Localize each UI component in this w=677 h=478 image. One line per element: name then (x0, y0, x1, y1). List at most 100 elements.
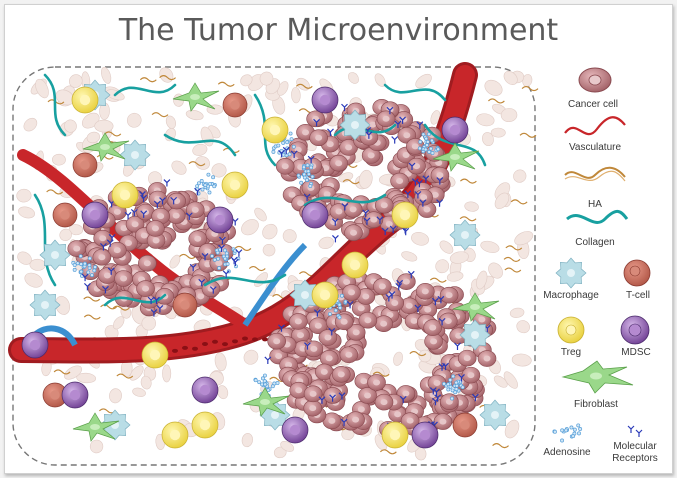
molecular-receptor (278, 149, 285, 158)
cancer-cell (329, 203, 349, 220)
molecular-receptor (437, 295, 445, 304)
adenosine-molecule (552, 429, 557, 434)
adenosine-molecule (571, 434, 576, 439)
cancer-cell (440, 393, 459, 410)
stromal-cell (89, 439, 104, 454)
adenosine-molecule (302, 172, 307, 177)
adenosine-molecule (578, 427, 583, 431)
legend-label-vasculature: Vasculature (569, 142, 622, 153)
stromal-cell (415, 73, 432, 89)
molecular-receptor (340, 418, 348, 427)
molecular-receptor (159, 197, 166, 205)
ha-strand (139, 77, 157, 83)
adenosine-layer (71, 131, 465, 401)
molecular-receptor (415, 179, 423, 188)
ha-strand (295, 83, 313, 89)
adenosine-molecule (310, 174, 315, 179)
red-blood-cell (212, 339, 218, 344)
adenosine-molecule (200, 187, 205, 192)
adenosine-molecule (448, 378, 453, 382)
mdsc (206, 206, 234, 234)
molecular-receptor (81, 273, 89, 282)
adenosine-molecule (421, 132, 426, 137)
molecular-receptor (388, 291, 396, 299)
molecular-receptor (278, 324, 285, 332)
adenosine-molecule (423, 147, 428, 152)
stromal-cell (411, 232, 429, 246)
mdsc (21, 331, 49, 359)
molecular-receptor (431, 297, 439, 306)
molecular-receptor (363, 217, 371, 225)
mdsc (411, 421, 439, 449)
adenosine-molecule (210, 254, 214, 258)
legend-label-fibroblast: Fibroblast (574, 399, 618, 410)
stromal-cell (18, 206, 35, 219)
molecular-receptor (83, 282, 91, 291)
legend-label-molecular-receptors-2: Receptors (612, 453, 658, 464)
molecular-receptor (313, 118, 320, 127)
ha-strand (116, 373, 134, 379)
ha-strand (100, 304, 117, 310)
adenosine-molecule (260, 382, 265, 387)
molecular-receptor (201, 252, 209, 261)
adenosine-molecule (281, 152, 286, 157)
cancer-cell (315, 363, 334, 381)
stromal-cell (493, 375, 508, 388)
adenosine-molecule (429, 138, 434, 143)
cancer-cell (306, 110, 325, 128)
adenosine-molecule (207, 190, 212, 195)
adenosine-molecule (289, 137, 294, 142)
molecular-receptor (396, 279, 404, 288)
molecular-receptor (327, 128, 334, 136)
stromal-cell (503, 371, 518, 389)
t-cell (222, 92, 248, 118)
treg (141, 341, 169, 369)
molecular-receptor (153, 200, 161, 209)
adenosine-molecule (337, 302, 342, 307)
stromal-cell (490, 127, 506, 138)
ha-strand (83, 296, 101, 302)
stromal-cell (126, 112, 142, 128)
molecular-receptor (394, 120, 402, 129)
stromal-cell (262, 243, 276, 257)
cancer-cell (289, 381, 309, 399)
ha-strand (379, 449, 397, 455)
molecular-receptor (416, 121, 424, 129)
legend-label-collagen: Collagen (575, 237, 614, 248)
ha-strand (429, 277, 447, 283)
adenosine-molecule (212, 257, 217, 262)
cancer-cell (433, 413, 453, 430)
legend-label-treg: Treg (561, 347, 581, 358)
stromal-cell (358, 169, 373, 189)
adenosine-molecule (263, 382, 268, 387)
molecular-receptor (407, 270, 415, 279)
ha-strand (372, 371, 390, 377)
ha-strand (188, 161, 206, 167)
stromal-cell (185, 109, 204, 121)
mdsc (281, 416, 309, 444)
adenosine-molecule (285, 140, 290, 145)
stromal-cell (280, 441, 295, 452)
molecular-receptor (434, 394, 442, 402)
treg (341, 251, 369, 279)
adenosine-molecule (337, 315, 342, 320)
adenosine-molecule (560, 428, 565, 433)
adenosine-molecule (87, 263, 92, 268)
tissue-scene (8, 62, 539, 461)
adenosine-molecule (430, 150, 435, 155)
molecular-receptor (328, 327, 336, 336)
molecular-receptor (331, 234, 339, 243)
collagen-fiber (163, 133, 237, 157)
cancer-cell (98, 267, 117, 284)
cancer-cell (439, 286, 459, 304)
immune-layer (21, 79, 511, 449)
ha-strand (510, 199, 528, 205)
ha-strand (342, 179, 360, 185)
stromal-cell (132, 387, 146, 397)
ha-strand (459, 178, 477, 184)
stromal-cell (401, 251, 418, 262)
stromal-cell (169, 254, 181, 269)
legend-label-ha: HA (588, 199, 602, 210)
macrophage (119, 139, 151, 171)
adenosine-molecule (216, 256, 221, 261)
